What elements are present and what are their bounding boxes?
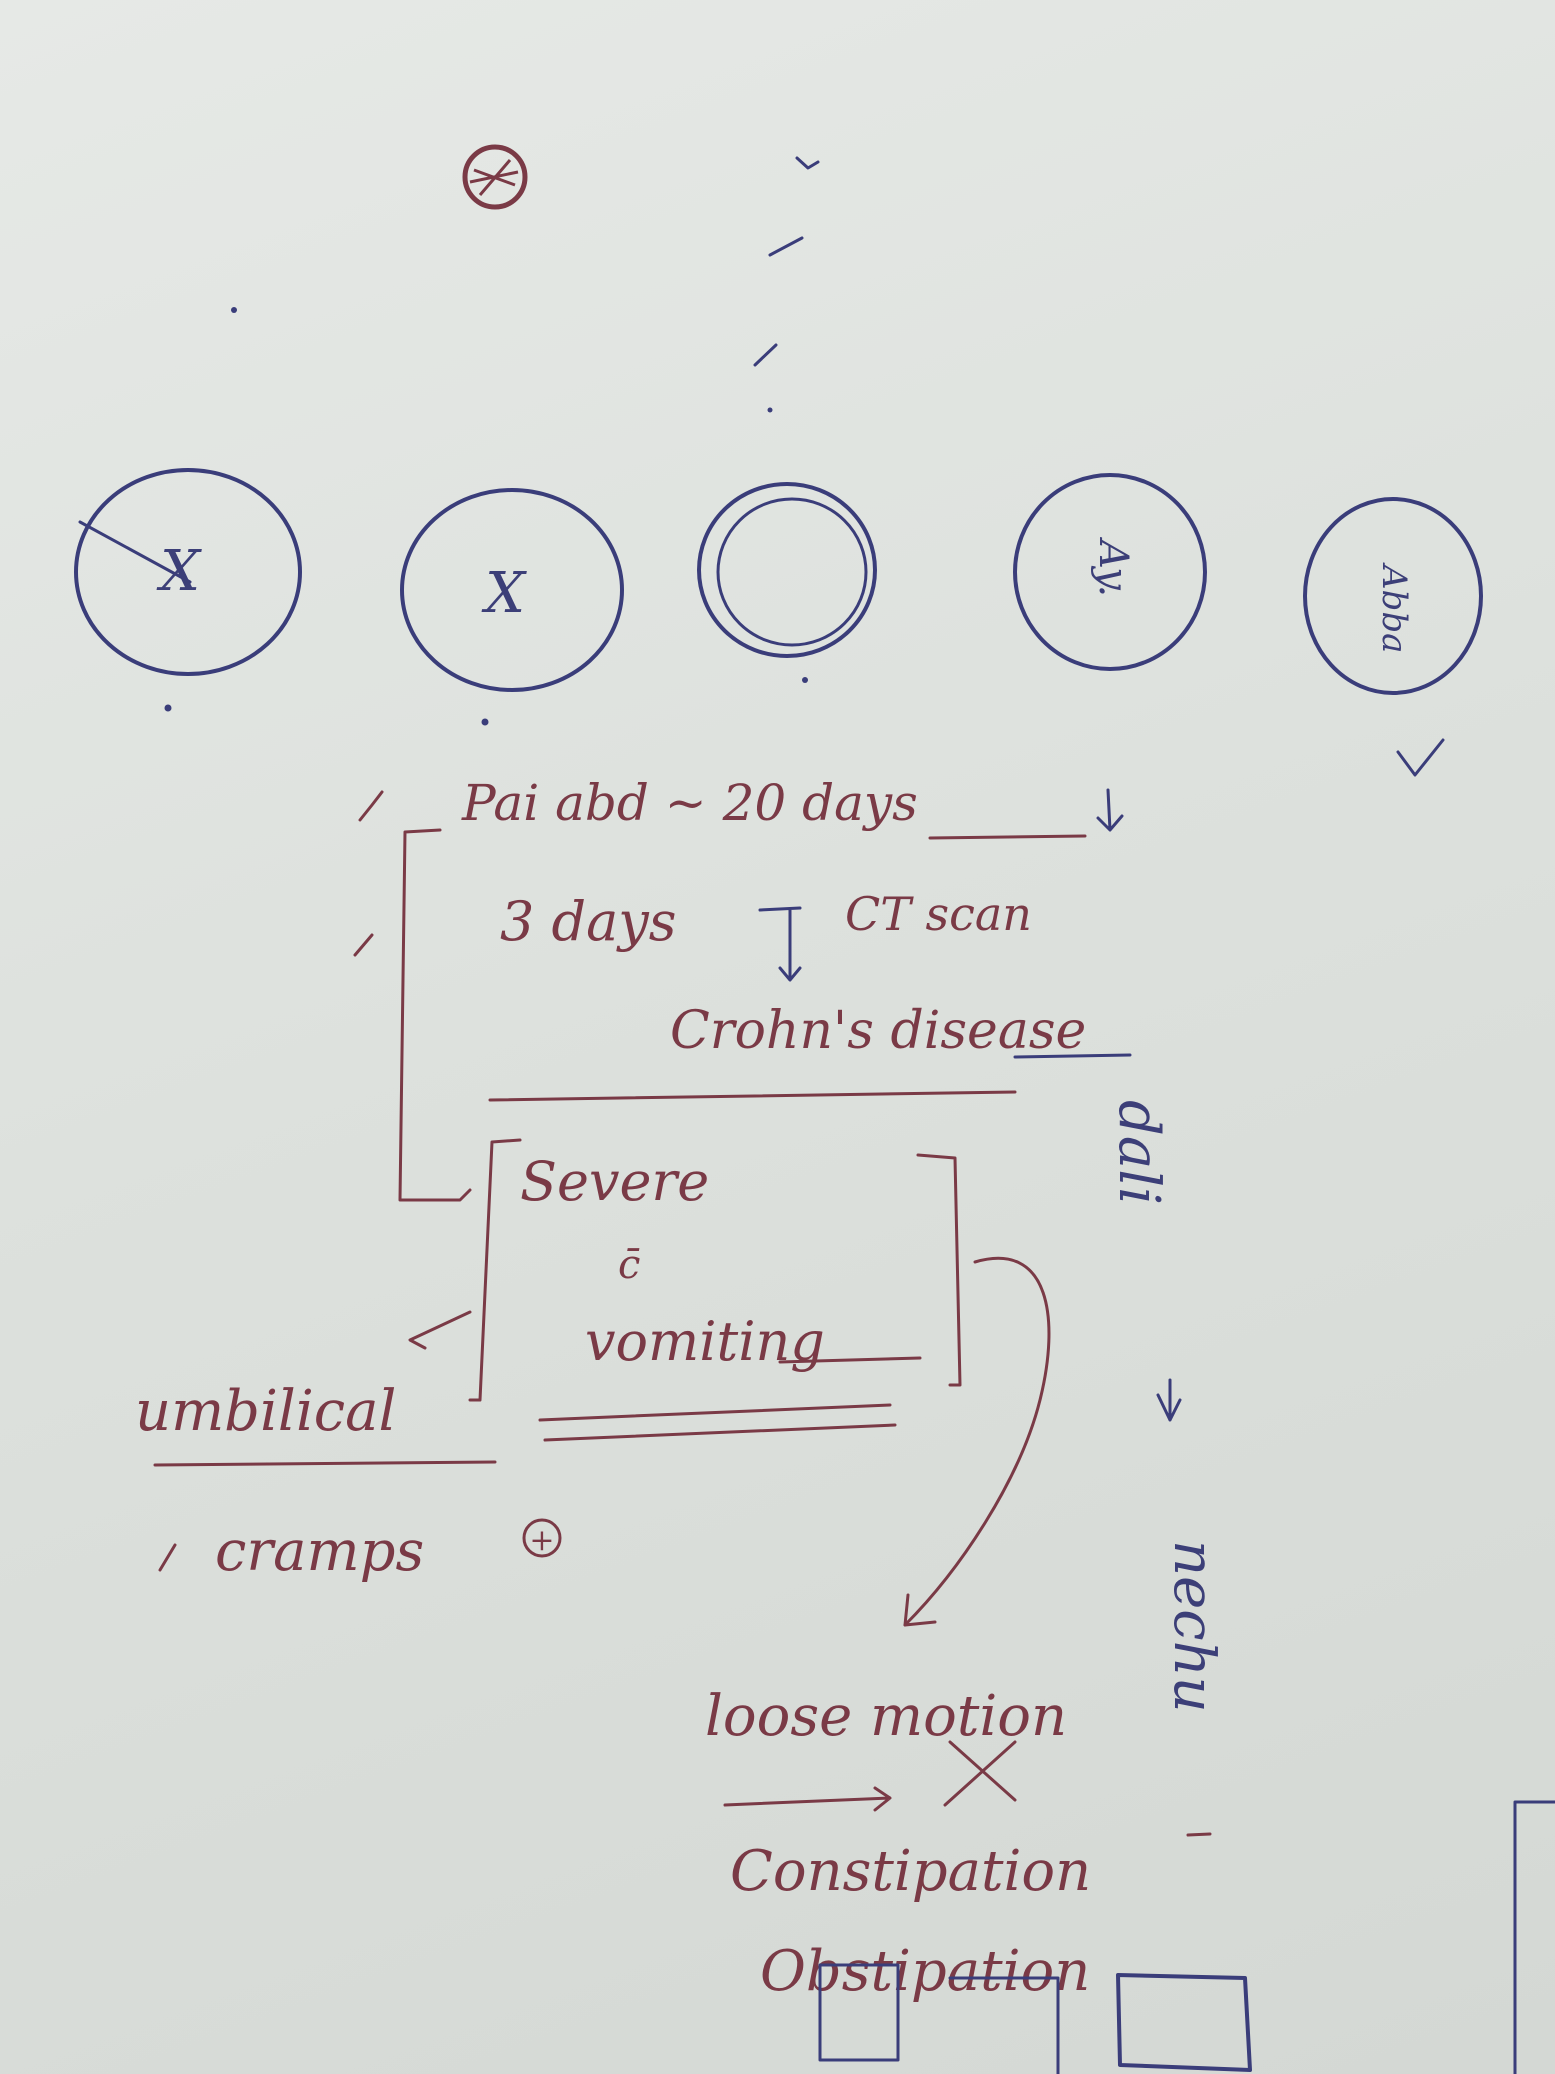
note-obstipation: Obstipation	[760, 1939, 1090, 2004]
tick-marks	[753, 156, 820, 367]
note-pain-abdomen: Pai abd ~ 20 days	[461, 774, 918, 832]
note-3-days: 3 days	[500, 890, 677, 953]
circle-label: Ay.	[1090, 536, 1136, 597]
family-circle-2: X	[400, 488, 624, 692]
history-notes: Pai abd ~ 20 days 3 days CT scan Crohn's…	[135, 774, 1555, 2074]
note-dali: dali	[1106, 1100, 1171, 1205]
side-notes: dali nechu	[1106, 1100, 1226, 1713]
note-with: c̄	[618, 1242, 640, 1288]
note-cramps: cramps	[215, 1519, 424, 1584]
check-mark	[1396, 738, 1445, 777]
note-nechu: nechu	[1161, 1540, 1226, 1713]
family-circle-3	[697, 482, 877, 658]
note-vomiting: vomiting	[585, 1310, 825, 1373]
note-ct-scan: CT scan	[845, 887, 1032, 941]
ink-dots	[164, 307, 808, 726]
note-constipation: Constipation	[730, 1839, 1091, 1904]
note-loose-motion: loose motion	[705, 1684, 1067, 1749]
red-scribble-dot	[462, 144, 528, 210]
plus-sign: +	[529, 1523, 554, 1558]
note-umbilical: umbilical	[135, 1379, 396, 1444]
family-circle-4: Ay.	[1013, 473, 1207, 671]
circle-label: X	[156, 539, 202, 604]
circle-label: Abba	[1374, 562, 1414, 653]
note-crohns-disease: Crohn's disease	[670, 1001, 1086, 1061]
note-severe: Severe	[520, 1150, 709, 1213]
circle-label: X	[481, 561, 527, 626]
family-circle-5: Abba	[1303, 497, 1483, 695]
family-circle-1: X	[74, 468, 302, 676]
